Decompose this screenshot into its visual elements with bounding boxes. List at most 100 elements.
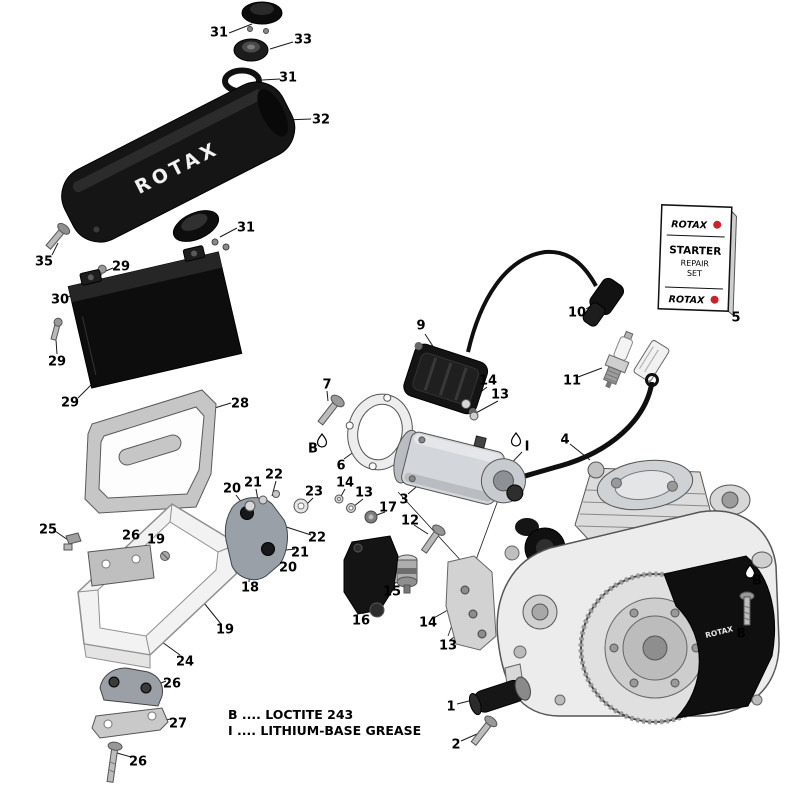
callout-1: 1 xyxy=(446,699,456,715)
screw-26-long xyxy=(106,741,123,783)
rubber-boot xyxy=(172,210,230,251)
callout-19: 19 xyxy=(146,532,166,548)
callout-18: 18 xyxy=(240,580,260,596)
legend-line-grease: I .... LITHIUM-BASE GREASE xyxy=(228,723,422,738)
callout-21: 21 xyxy=(290,545,310,561)
callout-17: 17 xyxy=(378,500,398,516)
legend: B .... LOCTITE 243 I .... LITHIUM-BASE G… xyxy=(228,707,421,739)
callout-31: 31 xyxy=(236,220,256,236)
callout-10: 10 xyxy=(567,305,587,321)
screw-19 xyxy=(160,551,170,561)
starter-drive-1 xyxy=(468,676,531,716)
fuel-tank: ROTAX xyxy=(61,81,296,243)
callout-13: 13 xyxy=(354,485,374,501)
battery-strap xyxy=(84,389,217,514)
callout-21: 21 xyxy=(243,475,263,491)
callout-16: 16 xyxy=(351,613,371,629)
ignition-unit-9 xyxy=(403,341,489,416)
callout-I: I xyxy=(524,439,530,455)
clip-25 xyxy=(63,532,82,551)
callout-19: 19 xyxy=(215,622,235,638)
rotax-logo-dot-top xyxy=(713,220,722,229)
spark-plug-cap-10 xyxy=(582,277,625,327)
callout-3: 3 xyxy=(399,492,409,508)
callout-8: 8 xyxy=(736,626,746,642)
callout-31: 31 xyxy=(209,25,229,41)
callout-B: B xyxy=(752,573,762,589)
callout-24: 24 xyxy=(175,654,195,670)
callout-27: 27 xyxy=(168,716,188,732)
callout-25: 25 xyxy=(38,522,58,538)
plate-27 xyxy=(91,707,169,739)
callout-29: 29 xyxy=(47,354,67,370)
callout-14: 14 xyxy=(335,475,355,491)
bolt-8 xyxy=(739,591,755,626)
washer-14-starter xyxy=(461,399,471,409)
callout-35: 35 xyxy=(34,254,54,270)
callout-9: 9 xyxy=(416,318,426,334)
callout-29: 29 xyxy=(60,395,80,411)
rubber-mount-15 xyxy=(396,554,418,594)
cable-connector xyxy=(633,340,670,382)
bracket-16 xyxy=(343,535,399,618)
callout-14: 14 xyxy=(478,373,498,389)
spacer-17 xyxy=(364,510,378,524)
screw-35 xyxy=(45,222,71,250)
callout-20: 20 xyxy=(278,560,298,576)
drop-icon-i xyxy=(510,431,522,447)
callout-20: 20 xyxy=(222,481,242,497)
bracket-18 xyxy=(224,490,288,581)
callout-13: 13 xyxy=(490,387,510,403)
callout-26: 26 xyxy=(128,754,148,770)
ignition-wire xyxy=(466,249,598,353)
card-line1: REPAIR xyxy=(680,259,709,269)
mount-plate-26 xyxy=(87,544,155,587)
callout-22: 22 xyxy=(264,467,284,483)
spark-plug-11 xyxy=(603,330,634,389)
callout-26: 26 xyxy=(162,676,182,692)
engine: ROTAX xyxy=(496,459,780,725)
drop-icon-b-left xyxy=(316,432,328,448)
callout-6: 6 xyxy=(336,458,346,474)
clamp-block-26 xyxy=(99,667,163,707)
bracket-plate-13-14 xyxy=(445,555,497,651)
callout-B: B xyxy=(308,441,318,457)
drop-icon-b-right xyxy=(744,563,756,579)
callout-2: 2 xyxy=(451,737,461,753)
callout-5: 5 xyxy=(731,310,741,326)
screw-29-mid xyxy=(50,317,63,341)
callout-26: 26 xyxy=(121,528,141,544)
battery-tray-frame xyxy=(77,503,239,669)
washer-23 xyxy=(293,498,309,514)
bolt-2 xyxy=(470,715,498,747)
callout-33: 33 xyxy=(293,32,313,48)
washer-13-starter xyxy=(469,411,479,421)
callout-15: 15 xyxy=(382,584,402,600)
bolt-12 xyxy=(420,524,446,554)
card-brand-top: ROTAX xyxy=(671,219,708,231)
starter-motor-3 xyxy=(393,429,526,505)
repair-set-card: ROTAX STARTER REPAIR SET ROTAX xyxy=(657,204,737,317)
callout-7: 7 xyxy=(322,377,332,393)
ring-terminal xyxy=(645,373,659,387)
callout-32: 32 xyxy=(311,112,331,128)
card-title: STARTER xyxy=(669,244,721,258)
callout-31: 31 xyxy=(278,70,298,86)
callout-28: 28 xyxy=(230,396,250,412)
legend-line-loctite: B .... LOCTITE 243 xyxy=(228,707,354,722)
tank-cap-parts xyxy=(222,1,283,95)
washer-13 xyxy=(346,503,356,513)
callout-22: 22 xyxy=(307,530,327,546)
rotax-logo-dot-bottom xyxy=(710,295,719,304)
callout-11: 11 xyxy=(562,373,582,389)
callout-23: 23 xyxy=(304,484,324,500)
battery xyxy=(67,245,243,389)
callout-29: 29 xyxy=(111,259,131,275)
callout-13: 13 xyxy=(438,638,458,654)
callout-14: 14 xyxy=(418,615,438,631)
card-brand-bottom: ROTAX xyxy=(668,294,705,306)
card-line2: SET xyxy=(687,269,702,279)
callout-30: 30 xyxy=(50,292,70,308)
